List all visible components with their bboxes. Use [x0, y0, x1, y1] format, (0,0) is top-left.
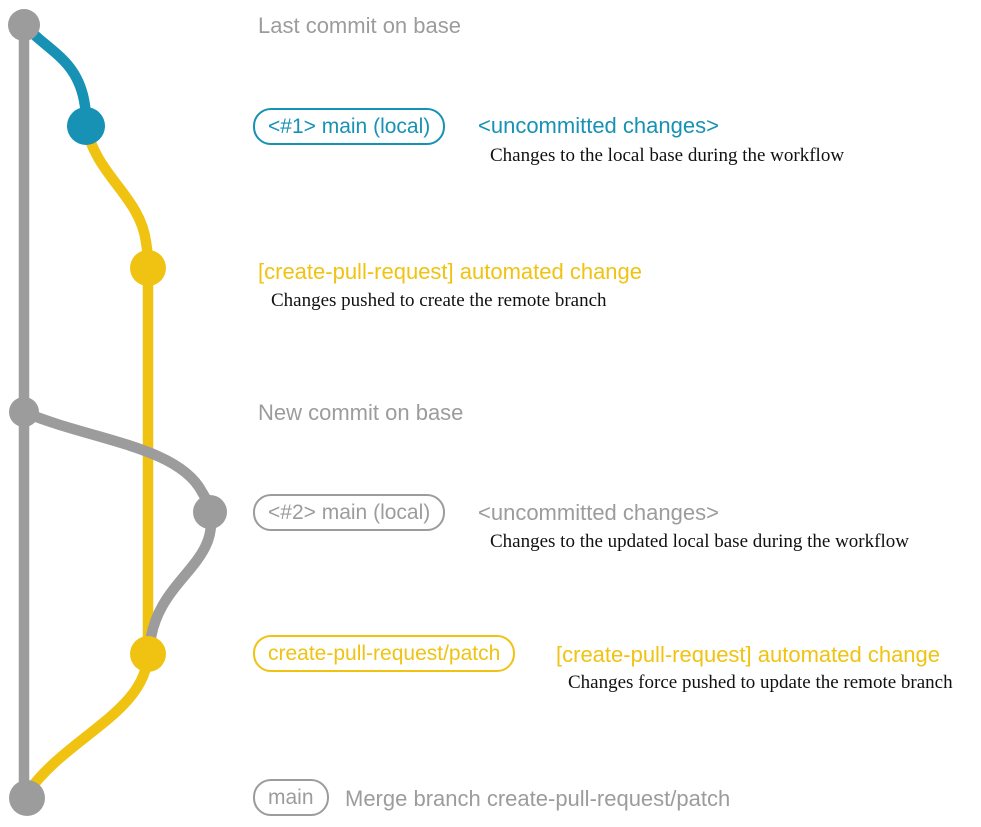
automated-change-title-2: [create-pull-request] automated change	[556, 642, 941, 667]
commit-node-merge	[9, 780, 45, 816]
automated-change-title-1: [create-pull-request] automated change	[258, 259, 643, 284]
rebase-curve	[142, 506, 217, 660]
commit-graph	[8, 9, 227, 816]
automated-change-subtitle-1: Changes pushed to create the remote bran…	[271, 290, 607, 311]
merge-commit-label: Merge branch create-pull-request/patch	[345, 786, 731, 811]
last-commit-label: Last commit on base	[258, 13, 461, 38]
commit-node-new-base	[9, 397, 39, 427]
commit-node-uncommitted-2	[193, 495, 227, 529]
branch-badge-main: main	[253, 779, 329, 816]
automated-change-subtitle-2: Changes force pushed to update the remot…	[568, 672, 953, 693]
uncommitted-changes-subtitle-1: Changes to the local base during the wor…	[490, 145, 845, 166]
uncommitted-changes-title-2: <uncommitted changes>	[478, 500, 719, 525]
uncommitted-changes-title-1: <uncommitted changes>	[478, 113, 719, 138]
branch-badge-patch: create-pull-request/patch	[253, 635, 516, 672]
patch-branch-line	[22, 120, 154, 798]
branch-badge-main-local-2: <#2> main (local)	[253, 494, 446, 531]
uncommitted-changes-subtitle-2: Changes to the updated local base during…	[490, 531, 909, 552]
commit-node-uncommitted-1	[67, 107, 105, 145]
commit-node-last-base	[8, 9, 40, 41]
base-update-curve	[18, 406, 216, 518]
branch-badge-main-local-1: <#1> main (local)	[253, 108, 446, 145]
commit-node-automated-2	[130, 636, 166, 672]
new-commit-label: New commit on base	[258, 400, 464, 425]
commit-node-automated-1	[130, 250, 166, 286]
